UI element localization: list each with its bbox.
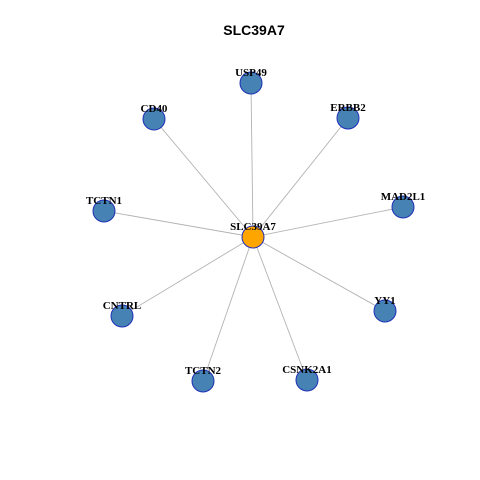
edge-csnk2a1 bbox=[252, 236, 308, 381]
node-erbb2-node[interactable] bbox=[336, 106, 360, 130]
hub-slc39a7-node[interactable] bbox=[241, 225, 265, 249]
node-tctn2-node[interactable] bbox=[191, 369, 215, 393]
edge-cntrl bbox=[121, 236, 254, 317]
edge-tctn2 bbox=[202, 236, 254, 382]
edge-usp49 bbox=[250, 82, 254, 238]
node-usp49-node[interactable] bbox=[239, 71, 263, 95]
edge-tctn1 bbox=[103, 210, 254, 238]
hub-slc39a7-label: SLC39A7 bbox=[230, 221, 276, 233]
node-usp49-label: USP49 bbox=[235, 67, 267, 79]
node-mad2l1-label: MAD2L1 bbox=[381, 191, 426, 203]
edge-yy1 bbox=[252, 236, 386, 312]
node-yy1-label: YY1 bbox=[374, 295, 395, 307]
node-cntrl-label: CNTRL bbox=[103, 300, 142, 312]
node-tctn1-label: TCTN1 bbox=[86, 195, 122, 207]
node-cntrl-node[interactable] bbox=[110, 304, 134, 328]
edges bbox=[103, 82, 404, 382]
node-csnk2a1-label: CSNK2A1 bbox=[282, 364, 332, 376]
edge-cd40 bbox=[153, 118, 254, 238]
node-csnk2a1-node[interactable] bbox=[295, 368, 319, 392]
node-cd40-label: CD40 bbox=[141, 103, 168, 115]
node-tctn2-label: TCTN2 bbox=[185, 365, 222, 377]
node-yy1-node[interactable] bbox=[373, 299, 397, 323]
node-mad2l1-node[interactable] bbox=[391, 195, 415, 219]
node-cd40-node[interactable] bbox=[142, 107, 166, 131]
node-erbb2-label: ERBB2 bbox=[330, 102, 366, 114]
edge-mad2l1 bbox=[252, 206, 404, 238]
node-tctn1-node[interactable] bbox=[92, 199, 116, 223]
diagram-title: SLC39A7 bbox=[223, 22, 285, 38]
edge-erbb2 bbox=[252, 117, 349, 238]
